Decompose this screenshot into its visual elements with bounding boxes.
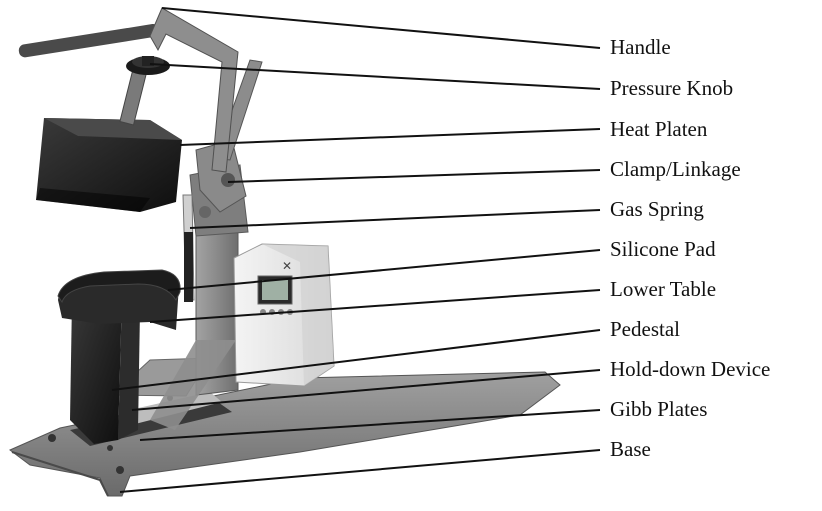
leader-line-clamp-linkage <box>228 170 600 182</box>
leader-line-gas-spring <box>190 210 600 228</box>
leader-line-heat-platen <box>180 129 600 145</box>
label-lower-table: Lower Table <box>610 279 716 300</box>
label-clamp-linkage: Clamp/Linkage <box>610 159 741 180</box>
label-handle: Handle <box>610 37 671 58</box>
label-pedestal: Pedestal <box>610 319 680 340</box>
label-silicone-pad: Silicone Pad <box>610 239 716 260</box>
leader-line-handle <box>162 8 600 48</box>
label-hold-down-device: Hold-down Device <box>610 359 770 380</box>
label-pressure-knob: Pressure Knob <box>610 78 733 99</box>
label-gibb-plates: Gibb Plates <box>610 399 707 420</box>
label-base: Base <box>610 439 651 460</box>
platen-shaft <box>120 71 146 125</box>
label-heat-platen: Heat Platen <box>610 119 707 140</box>
heat-platen <box>36 118 182 212</box>
label-gas-spring: Gas Spring <box>610 199 704 220</box>
svg-text:✕: ✕ <box>282 259 292 273</box>
leader-line-pressure-knob <box>150 64 600 89</box>
gas-spring <box>183 195 194 302</box>
